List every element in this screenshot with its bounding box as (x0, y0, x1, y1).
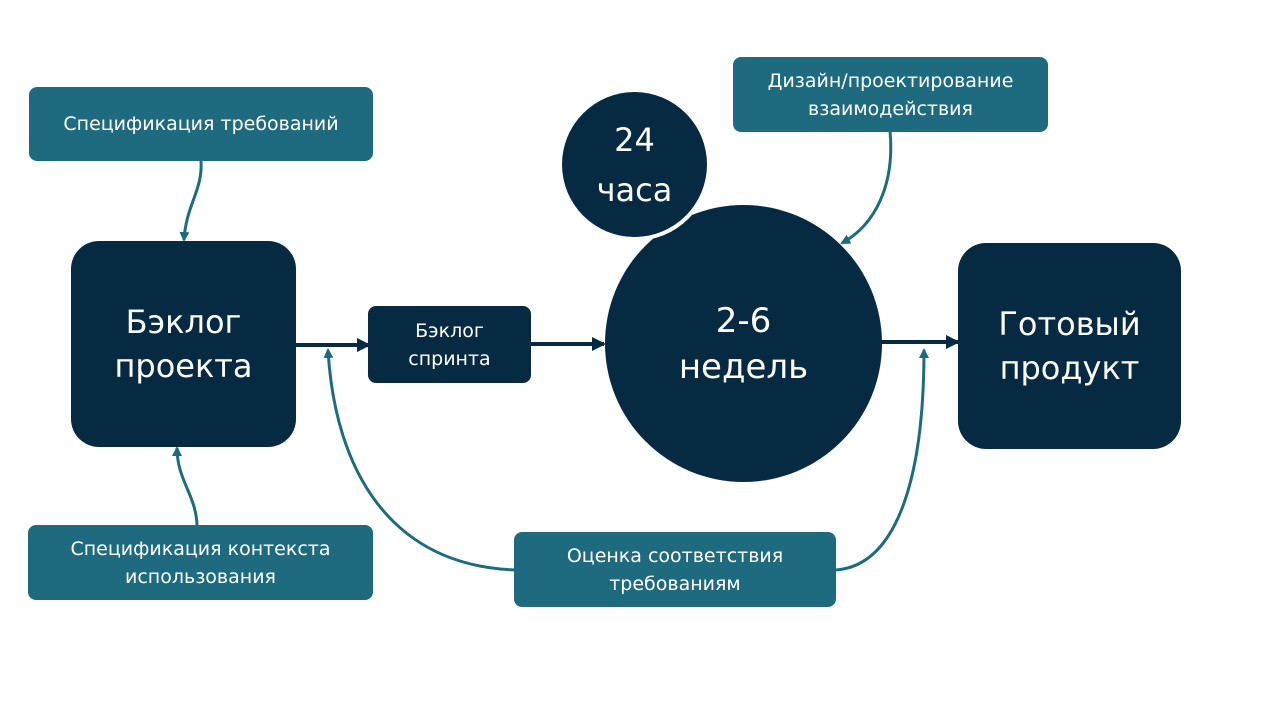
sprint-cycle-circle: 2-6 недель (605, 205, 882, 482)
sprint-cycle-label: 2-6 недель (678, 300, 809, 387)
spec-requirements-label: Спецификация требований (63, 113, 339, 135)
requirements-evaluation-label: Оценка соответствия требованиям (566, 544, 784, 595)
sprint-backlog-label: Бэклог спринта (408, 319, 491, 370)
ready-product-box: Готовый продукт (958, 243, 1181, 449)
interaction-design-box: Дизайн/проектирование взаимодействия (733, 57, 1048, 132)
spec-context-box: Спецификация контекста использования (28, 525, 373, 600)
day-cycle-label: 24 часа (596, 120, 673, 209)
interaction-design-label: Дизайн/проектирование взаимодействия (767, 69, 1014, 120)
spec-requirements-box: Спецификация требований (29, 87, 373, 161)
connector-spec-requirements (179, 160, 203, 242)
connector-evaluation-to-project (323, 348, 517, 572)
project-backlog-box: Бэклог проекта (71, 241, 296, 447)
connector-evaluation-to-product (835, 348, 929, 572)
day-cycle-circle: 24 часа (562, 92, 707, 237)
ready-product-label: Готовый продукт (998, 305, 1141, 387)
requirements-evaluation-box: Оценка соответствия требованиям (514, 532, 836, 607)
connector-spec-context (172, 446, 199, 526)
connector-interaction-design (840, 130, 893, 245)
sprint-backlog-box: Бэклог спринта (368, 306, 531, 383)
spec-context-label: Спецификация контекста использования (70, 537, 331, 588)
project-backlog-label: Бэклог проекта (114, 303, 253, 385)
